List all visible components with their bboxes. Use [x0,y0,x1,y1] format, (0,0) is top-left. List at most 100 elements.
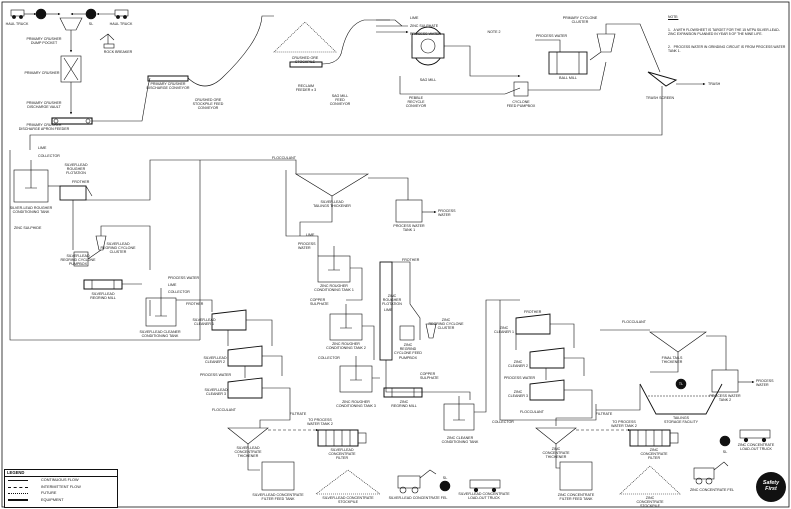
flocculant-final-label: FLOCCULANT [622,320,646,324]
sl-concentrate-fel-icon [397,469,437,494]
sl-concentrate-stockpile [315,469,381,495]
zn-regrind-cyclone [425,323,437,339]
frother-zn-label: FROTHER [402,258,420,262]
sl-regrind-mill-label: SILVER-LEAD REGRIND MILL [90,292,116,301]
lime-zn-label: LIME [306,233,315,237]
filtrate-label: FILTRATE [289,412,307,416]
notes-heading: NOTE: [668,15,679,20]
crushed-ore-stockpile-label: CRUSHED ORE STOCKPILE [291,56,319,65]
ball-mill-label: BALL MILL [559,76,577,80]
zn-concentrate-stockpile [619,465,681,495]
zn-cleaner-1-label: ZINC CLEANER 1 [494,326,514,335]
reclaim-feeder-label: RECLAIM FEEDER x 3 [295,84,317,93]
crushed-ore-stockpile [273,21,337,53]
process-water-top-label: PROCESS WATER [410,32,442,36]
zn-conc-filter-feed-tank [559,461,593,491]
copper-sulphate-label: COPPER SULPHATE [310,298,329,307]
process-water-final-label: PROCESS WATER [756,379,774,388]
zn-regrind-cyclone-label: ZINC REGRIND CYCLONE CLUSTER [428,318,464,331]
zn-concentrate-truck-icon [739,429,771,443]
zn-conc-truck-label: ZINC CONCENTRATE LOAD-OUT TRUCK [737,443,775,452]
sl-cleaner-1 [211,309,247,331]
pc-discharge-vault-label: PRIMARY CRUSHER DISCHARGE VAULT [26,101,62,110]
sl-conc-filter-feed-tank-label: SILVER-LEAD CONCENTRATE FILTER FEED TANK [252,493,304,502]
process-water-zn-label: PROCESS WATER [298,242,316,251]
frother-sl-label: FROTHER [72,180,90,184]
process-water-slc-label: PROCESS WATER [200,373,232,377]
sl-concentrate-truck-icon [469,479,501,493]
lime-zn2-label: LIME [384,308,393,312]
rock-breaker-icon [99,33,115,49]
zn-conc-fel-label: ZINC CONCENTRATE FEL [689,488,735,492]
process-water-out-label: PROCESS WATER [438,209,456,218]
sl-cleaner-conditioning-label: SILVER-LEAD CLEANER CONDITIONING TANK [139,330,181,339]
sl-cleaner-1-label: SILVER-LEAD CLEANER 1 [192,318,216,327]
sl-marker-2-icon [85,8,97,20]
zinc-sulphide-label: ZINC SULPHIDE [14,226,42,230]
sl-concentrate-filter [317,429,359,447]
logo-line-1: Safety [762,480,780,487]
haul-truck-1-icon [10,9,25,19]
zn-conc-filter-label: ZINC CONCENTRATE FILTER [640,448,668,461]
cyclone-feed-pumpbox [513,81,529,97]
sl-conc-thickener-label: SILVER-LEAD CONCENTRATE THICKENER [234,446,262,459]
sl-tailings-thickener-label: SILVER-LEAD TAILINGS THICKENER [313,200,351,209]
sl-rougher-conditioning-label: SILVER-LEAD ROUGHER CONDITIONING TANK [9,206,53,215]
trash-label: TRASH [708,82,721,86]
primary-crusher-label: PRIMARY CRUSHER [24,71,60,75]
haul-truck-2-icon [114,9,129,19]
sl-cleaner-3-label: SILVER-LEAD CLEANER 3 [204,388,228,397]
sl-conc-filter-label: SILVER-LEAD CONCENTRATE FILTER [328,448,356,461]
tl-marker-icon [675,378,687,390]
legend-row-future: FUTURE [5,490,117,497]
to-pw-tank-2-label: TO PROCESS WATER TANK 2 [307,418,333,427]
process-water-tank-1-label: PROCESS WATER TANK 1 [393,224,425,233]
tailings-storage-facility [639,383,723,415]
lime-sl2-label: LIME [168,283,177,287]
filtrate-zn-label: FILTRATE [595,412,613,416]
zn-regrind-mill [383,387,423,398]
sl-marker-2-label: SL [88,22,94,26]
legend-row-equipment: EQUIPMENT [5,497,117,504]
lime-top-label: LIME [410,16,419,20]
legend-title: LEGEND [5,470,117,477]
sl-regrind-pumpbox-label: SILVER-LEAD REGRIND CYCLONE PUMPBOX [60,254,96,267]
zn-conc-filter-feed-tank-label: ZINC CONCENTRATE FILTER FEED TANK [557,493,595,502]
zn-cleaner-2 [529,347,565,369]
logo-line-2: First [765,486,777,492]
process-water-tank-1 [395,199,423,223]
zn-cleaner-3 [529,379,565,401]
sl-rougher-flotation-label: SILVER-LEAD ROUGHER FLOTATION [64,163,88,176]
sl-marker-3-icon [439,480,451,492]
legend-row-intermittent: INTERMITTENT FLOW [5,484,117,491]
flocculant-top-label: FLOCCULANT [272,156,296,160]
sl-marker-1-icon [35,8,47,20]
zn-cleaner-3-label: ZINC CLEANER 3 [508,390,528,399]
pc-apron-feeder-label: PRIMARY CRUSHER DISCHARGE APRON FEEDER [18,123,70,132]
process-water-ball-label: PROCESS WATER [536,34,568,38]
legend: LEGEND CONTINUOUS FLOW INTERMITTENT FLOW… [4,469,118,508]
final-tails-thickener-label: FINAL TAILS THICKENER [661,356,683,365]
zn-concentrate-filter [629,429,671,447]
zn-conc-stockpile-label: ZINC CONCENTRATE STOCKPILE [636,496,664,509]
sl-conc-truck-label: SILVER-LEAD CONCENTRATE LOAD-OUT TRUCK [458,492,510,501]
sl-regrind-cyclone-label: SILVER-LEAD REGRIND CYCLONE CLUSTER [100,242,136,255]
sl-rougher-cell [59,185,87,201]
sag-mill-feed-conveyor-label: SAG MILL FEED CONVEYOR [329,94,351,107]
zn-cleaner-2-label: ZINC CLEANER 2 [508,360,528,369]
sl-marker-4-label: SL [722,450,728,454]
sl-cleaner-2 [227,345,263,367]
sl-marker-4-icon [719,435,731,447]
note-item-1: 1. A WITH FLOWSHEET IS TARGET FOR THE 15… [668,28,780,37]
zn-regrind-pumpbox [399,325,415,341]
note-item-2: 2. PROCESS WATER IN GRINDING CIRCUIT IS … [668,44,787,54]
to-pw-tank-2-zn-label: TO PROCESS WATER TANK 2 [611,420,637,429]
future-line-icon [8,493,28,494]
cyclone-feed-pumpbox-label: CYCLONE FEED PUMPBOX [506,100,536,109]
safety-first-logo: Safety First [756,472,786,502]
trash-screen-label: TRASH SCREEN [645,96,675,100]
sl-conc-stockpile-label: SILVER-LEAD CONCENTRATE STOCKPILE [322,496,374,505]
sl-marker-1-label: SL [38,22,44,26]
collector-zn-label: COLLECTOR [318,356,340,360]
